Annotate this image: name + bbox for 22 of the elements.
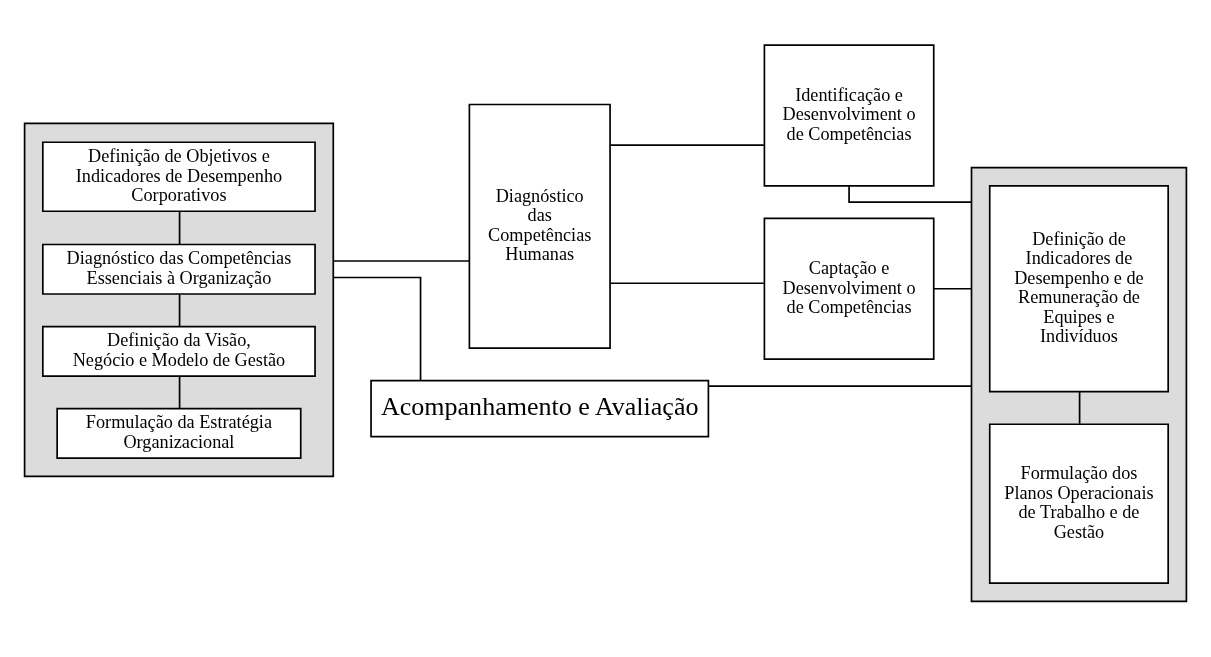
node-box: Definição da Visão, Negócio e Modelo de Gestão	[42, 325, 316, 377]
connector	[178, 293, 181, 328]
cluster	[970, 166, 1188, 603]
node-box: Formulação da Estratégia Organizacional	[56, 407, 302, 459]
node-box: Diagnóstico das Competências Essenciais à Organização	[42, 243, 316, 295]
node-box: Formulação dos Planos Operacionais de Trabalho e de Gestão	[988, 423, 1169, 584]
node-box: Acompanhamento e Avaliação	[370, 379, 710, 438]
connector	[178, 210, 181, 246]
connector	[1078, 391, 1081, 425]
cluster	[23, 122, 335, 478]
node-box: Diagnóstico das Competências Humanas	[468, 103, 611, 349]
connector	[707, 385, 973, 387]
connector	[933, 287, 973, 290]
connector	[332, 260, 471, 262]
connector	[609, 282, 765, 285]
node-box: Definição de Objetivos e Indicadores de Desempenho Corporativos	[42, 141, 316, 213]
node-box: Identificação e Desenvolviment o de Competências	[763, 44, 935, 187]
connector	[609, 144, 765, 147]
node-box: Captação e Desenvolviment o de Competências	[763, 217, 935, 360]
connector	[178, 375, 181, 410]
connector	[332, 276, 422, 381]
node-box: Definição de Indicadores de Desempenho e de Remuneração de Equipes e Indivíduos	[988, 185, 1169, 393]
